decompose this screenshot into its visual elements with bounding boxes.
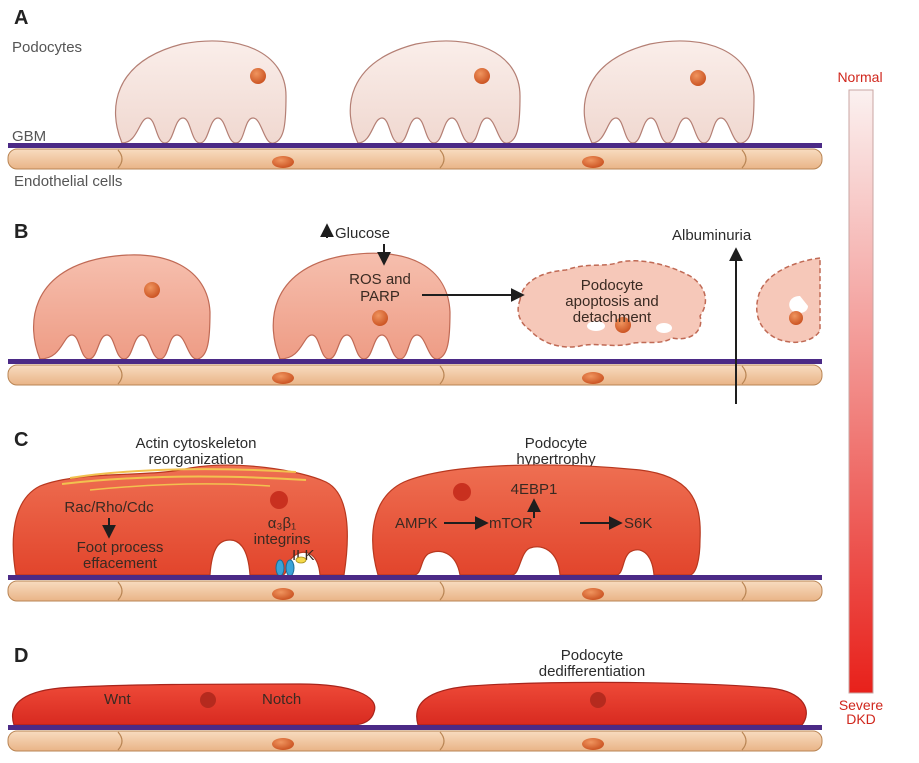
podocyte-normal: [350, 41, 520, 143]
actin-label-line1: Actin cytoskeleton: [136, 435, 257, 452]
panel-c-letter: C: [14, 429, 28, 451]
gbm-line: [8, 143, 822, 148]
endothelial-layer: [8, 149, 822, 169]
panel-b-letter: B: [14, 221, 28, 243]
endothelial-layer: [8, 581, 822, 601]
podocyte-stressed: [273, 253, 450, 359]
podocyte-effaced: Rac/Rho/Cdc Foot process effacement α₃β₁…: [13, 465, 347, 576]
ebp1-label: 4EBP1: [511, 481, 558, 498]
panel-d: D Podocyte dedifferentiation Wnt Notch: [8, 645, 822, 751]
dediff-label-line1: Podocyte: [561, 647, 624, 664]
wnt-label: Wnt: [104, 691, 132, 708]
podocyte-normal: [584, 41, 754, 143]
nucleus: [372, 310, 388, 326]
podocyte-hypertrophic: 4EBP1 AMPK mTOR S6K: [373, 465, 700, 575]
ros-label-line1: ROS and: [349, 271, 411, 288]
podocyte-normal: [116, 41, 286, 143]
gbm-line: [8, 359, 822, 364]
podocyte-dedifferentiated: [417, 682, 807, 725]
nucleus: [250, 68, 266, 84]
ilk-protein: [296, 557, 306, 563]
nucleus: [270, 491, 288, 509]
glucose-label: Glucose: [335, 225, 390, 242]
severity-bottom-label-line2: DKD: [846, 711, 876, 727]
effacement-label-line1: Foot process: [77, 539, 164, 556]
ros-label-line2: PARP: [360, 288, 400, 305]
integrin-receptor: [286, 560, 294, 576]
albuminuria-label: Albuminuria: [672, 227, 752, 244]
endothelial-layer: [8, 365, 822, 385]
effacement-label-line2: effacement: [83, 555, 158, 572]
integrin-label-line2: integrins: [254, 531, 311, 548]
hypertrophy-label-line1: Podocyte: [525, 435, 588, 452]
integrin-label-line1: α₃β₁: [268, 515, 296, 532]
podocytes-label: Podocytes: [12, 39, 82, 56]
endothelial-label: Endothelial cells: [14, 173, 122, 190]
notch-label: Notch: [262, 691, 301, 708]
podocyte-dedifferentiated: Wnt Notch: [13, 684, 375, 725]
gbm-label: GBM: [12, 128, 46, 145]
panel-d-letter: D: [14, 645, 28, 667]
nucleus: [690, 70, 706, 86]
mtor-label: mTOR: [489, 515, 533, 532]
integrin-receptor: [276, 560, 284, 576]
nucleus: [200, 692, 216, 708]
apoptosis-label-line1: Podocyte: [581, 277, 644, 294]
severity-gradient-bar: [849, 90, 873, 693]
nucleus: [144, 282, 160, 298]
nucleus: [590, 692, 606, 708]
severity-top-label: Normal: [837, 69, 882, 85]
apoptosis-label-line3: detachment: [573, 309, 652, 326]
severity-scale: Normal Severe DKD: [837, 69, 883, 727]
nucleus: [453, 483, 471, 501]
ampk-label: AMPK: [395, 515, 438, 532]
panel-c: C Actin cytoskeleton reorganization Podo…: [8, 429, 822, 601]
nucleus: [474, 68, 490, 84]
panel-a: A Podocytes GBM Endothelial cells: [8, 7, 822, 190]
rac-label: Rac/Rho/Cdc: [64, 499, 154, 516]
s6k-label: S6K: [624, 515, 652, 532]
podocyte-stressed: [34, 255, 210, 359]
dediff-label-line2: dedifferentiation: [539, 663, 645, 680]
gbm-line: [8, 575, 822, 580]
apoptosis-label-line2: apoptosis and: [565, 293, 658, 310]
endothelial-layer: [8, 731, 822, 751]
panel-a-letter: A: [14, 7, 28, 29]
gbm-line: [8, 725, 822, 730]
podocyte-fragment: [757, 258, 820, 342]
panel-b: B Glucose ROS: [8, 221, 822, 404]
